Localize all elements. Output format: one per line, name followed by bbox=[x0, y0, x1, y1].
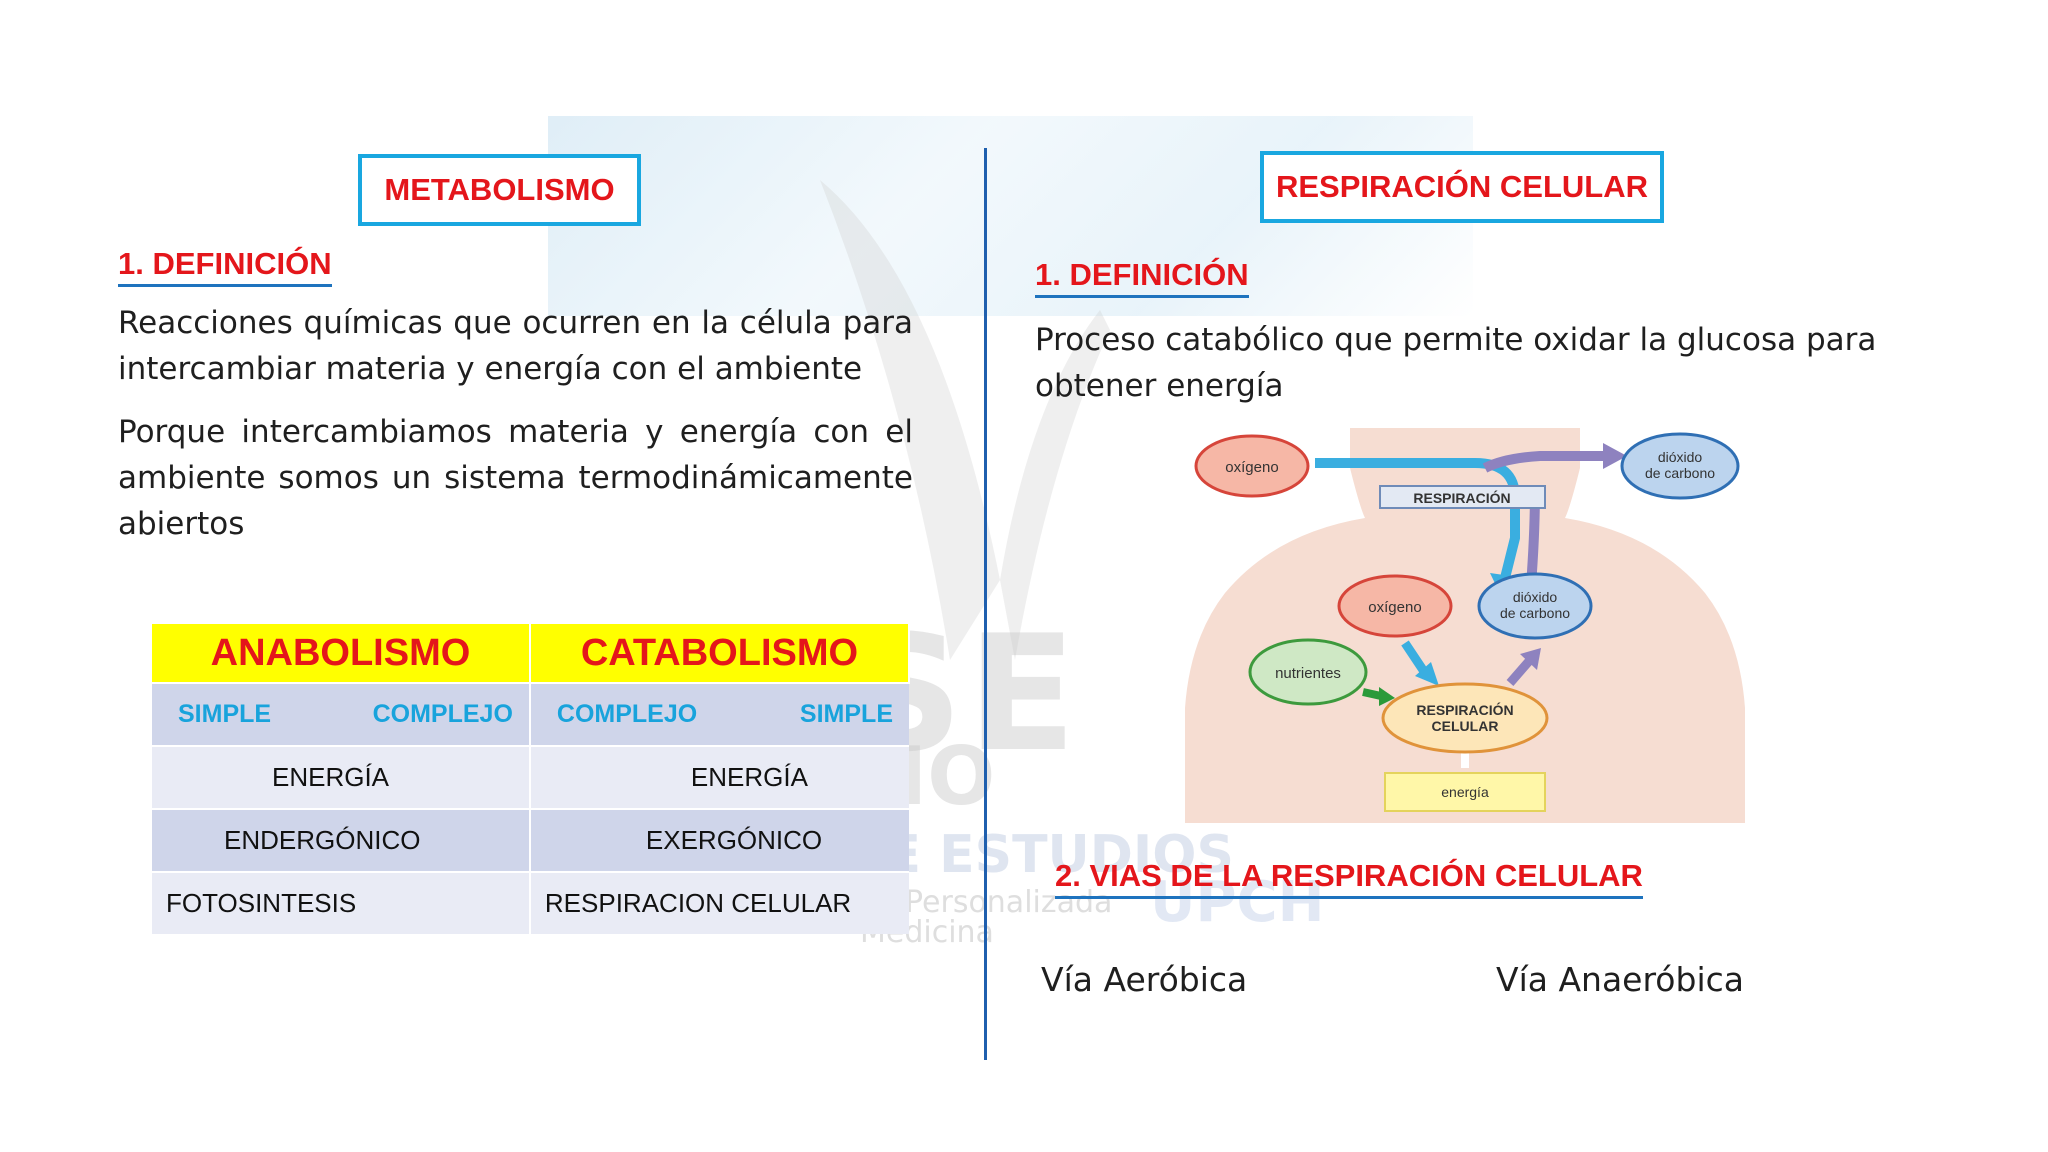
watermark-text-4: Personalizada bbox=[905, 885, 1113, 920]
column-divider bbox=[984, 148, 987, 1060]
via-aerobica-label: Vía Aeróbica bbox=[1041, 960, 1248, 999]
body-silhouette bbox=[1185, 428, 1745, 823]
cell-to-co2-arrow bbox=[1506, 657, 1534, 686]
nutrients-arrow bbox=[1362, 688, 1382, 700]
via-anaerobica-label: Vía Anaeróbica bbox=[1496, 960, 1744, 999]
oxygen-top-label: oxígeno bbox=[1225, 459, 1278, 476]
co2-mid-bubble bbox=[1477, 572, 1593, 640]
nutrients-arrowhead bbox=[1379, 687, 1395, 706]
watermark-logo-shape bbox=[820, 180, 1110, 660]
anabolismo-to: COMPLEJO bbox=[372, 700, 513, 728]
table-row: SIMPLE COMPLEJO COMPLEJO SIMPLE bbox=[152, 682, 909, 746]
table-cell: ENERGÍA bbox=[152, 745, 531, 809]
watermark-text-6: UPCH bbox=[1150, 870, 1325, 935]
co2-top-label-line1: dióxido bbox=[1658, 449, 1703, 465]
respiracion-definition-text: Proceso catabólico que permite oxidar la… bbox=[1035, 322, 1877, 404]
metabolismo-definition-text: Reacciones químicas que ocurren en la cé… bbox=[118, 305, 913, 387]
respiration-label: RESPIRACIÓN bbox=[1413, 489, 1510, 506]
anabolismo-from: SIMPLE bbox=[178, 700, 272, 728]
metabolismo-definition-heading: 1. DEFINICIÓN bbox=[118, 246, 332, 287]
table-cell: EXERGÓNICO bbox=[529, 808, 909, 872]
cell-respiration-label-line2: CELULAR bbox=[1432, 718, 1499, 734]
energy-label: energía bbox=[1441, 784, 1489, 800]
nutrients-bubble bbox=[1248, 638, 1368, 706]
header-anabolismo: ANABOLISMO bbox=[152, 624, 531, 683]
respiration-diagram: oxígeno dióxido de carbono RESPIRACIÓN o… bbox=[1185, 428, 1745, 823]
co2-top-label-line2: de carbono bbox=[1645, 465, 1715, 481]
co2-out-arrow bbox=[1482, 451, 1605, 473]
cell-to-co2-arrowhead bbox=[1520, 648, 1541, 670]
metabolismo-title: METABOLISMO bbox=[358, 154, 641, 226]
respiracion-definition-heading: 1. DEFINICIÓN bbox=[1035, 257, 1249, 298]
table-row: FOTOSINTESIS RESPIRACION CELULAR bbox=[152, 871, 909, 934]
table-row: ENDERGÓNICO EXERGÓNICO bbox=[152, 808, 909, 872]
catabolismo-direction-cell: COMPLEJO SIMPLE bbox=[529, 682, 909, 746]
oxygen-top-bubble bbox=[1194, 434, 1310, 498]
energy-box bbox=[1384, 772, 1546, 812]
oxygen-mid-label: oxígeno bbox=[1368, 599, 1421, 616]
vias-respiracion-heading: 2. VIAS DE LA RESPIRACIÓN CELULAR bbox=[1055, 858, 1643, 899]
table-cell: ENDERGÓNICO bbox=[152, 808, 531, 872]
oxygen-to-cell-arrowhead bbox=[1415, 662, 1439, 686]
respiration-label-box bbox=[1379, 485, 1546, 509]
anabolismo-direction-cell: SIMPLE COMPLEJO bbox=[152, 682, 531, 746]
co2-mid-label-line2: de carbono bbox=[1500, 605, 1570, 621]
co2-out-arrowhead bbox=[1603, 443, 1627, 469]
respiracion-celular-title: RESPIRACIÓN CELULAR bbox=[1260, 151, 1664, 223]
catabolismo-to: SIMPLE bbox=[799, 700, 893, 728]
oxygen-to-cell-arrow bbox=[1401, 640, 1429, 676]
co2-top-bubble bbox=[1620, 432, 1740, 500]
cell-respiration-bubble bbox=[1381, 682, 1549, 754]
cell-respiration-label-line1: RESPIRACIÓN bbox=[1416, 701, 1513, 718]
table-cell: RESPIRACION CELULAR bbox=[529, 871, 909, 934]
anabolismo-catabolismo-table: ANABOLISMO CATABOLISMO SIMPLE COMPLEJO C… bbox=[152, 624, 911, 934]
oxygen-mid-bubble bbox=[1337, 574, 1453, 638]
nutrients-label: nutrientes bbox=[1275, 665, 1341, 682]
table-cell: ENERGÍA bbox=[529, 745, 909, 809]
co2-mid-label-line1: dióxido bbox=[1513, 589, 1558, 605]
table-header-row: ANABOLISMO CATABOLISMO bbox=[152, 624, 911, 683]
table-row: ENERGÍA ENERGÍA bbox=[152, 745, 909, 809]
catabolismo-from: COMPLEJO bbox=[556, 700, 698, 728]
metabolismo-explanation-text: Porque intercambiamos materia y energía … bbox=[118, 414, 913, 542]
table-cell: FOTOSINTESIS bbox=[152, 871, 531, 934]
header-catabolismo: CATABOLISMO bbox=[529, 624, 911, 683]
